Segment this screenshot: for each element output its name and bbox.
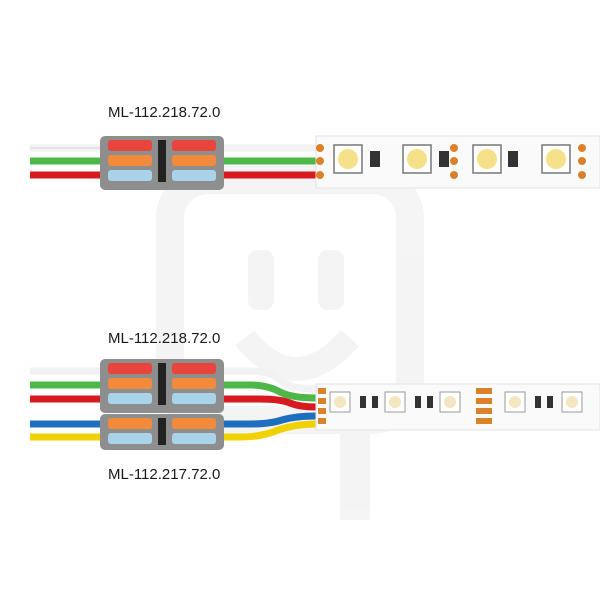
led-strip-bottom [315, 383, 600, 431]
smd-led-icon [472, 144, 502, 174]
smd-led-icon [333, 144, 363, 174]
smd-led-icon [384, 391, 406, 413]
wire-connector-middle [100, 359, 224, 413]
smd-led-icon [504, 391, 526, 413]
connector-label-top: ML-112.218.72.0 [108, 104, 221, 121]
smd-led-icon [439, 391, 461, 413]
wire-connector-top [100, 136, 224, 190]
wire-blue [220, 412, 317, 428]
wire-green [220, 381, 317, 402]
connector-label-middle: ML-112.218.72.0 [108, 330, 221, 347]
connector-label-bottom: ML-112.217.72.0 [108, 466, 221, 483]
smd-led-icon [402, 144, 432, 174]
smd-led-icon [541, 144, 571, 174]
wire-red [220, 395, 317, 411]
wire-white [220, 367, 317, 393]
smd-led-icon [561, 391, 583, 413]
led-strip-top [315, 135, 600, 189]
smd-led-icon [329, 391, 351, 413]
wire-connector-bottom [100, 414, 224, 450]
wire-yellow [220, 420, 317, 441]
